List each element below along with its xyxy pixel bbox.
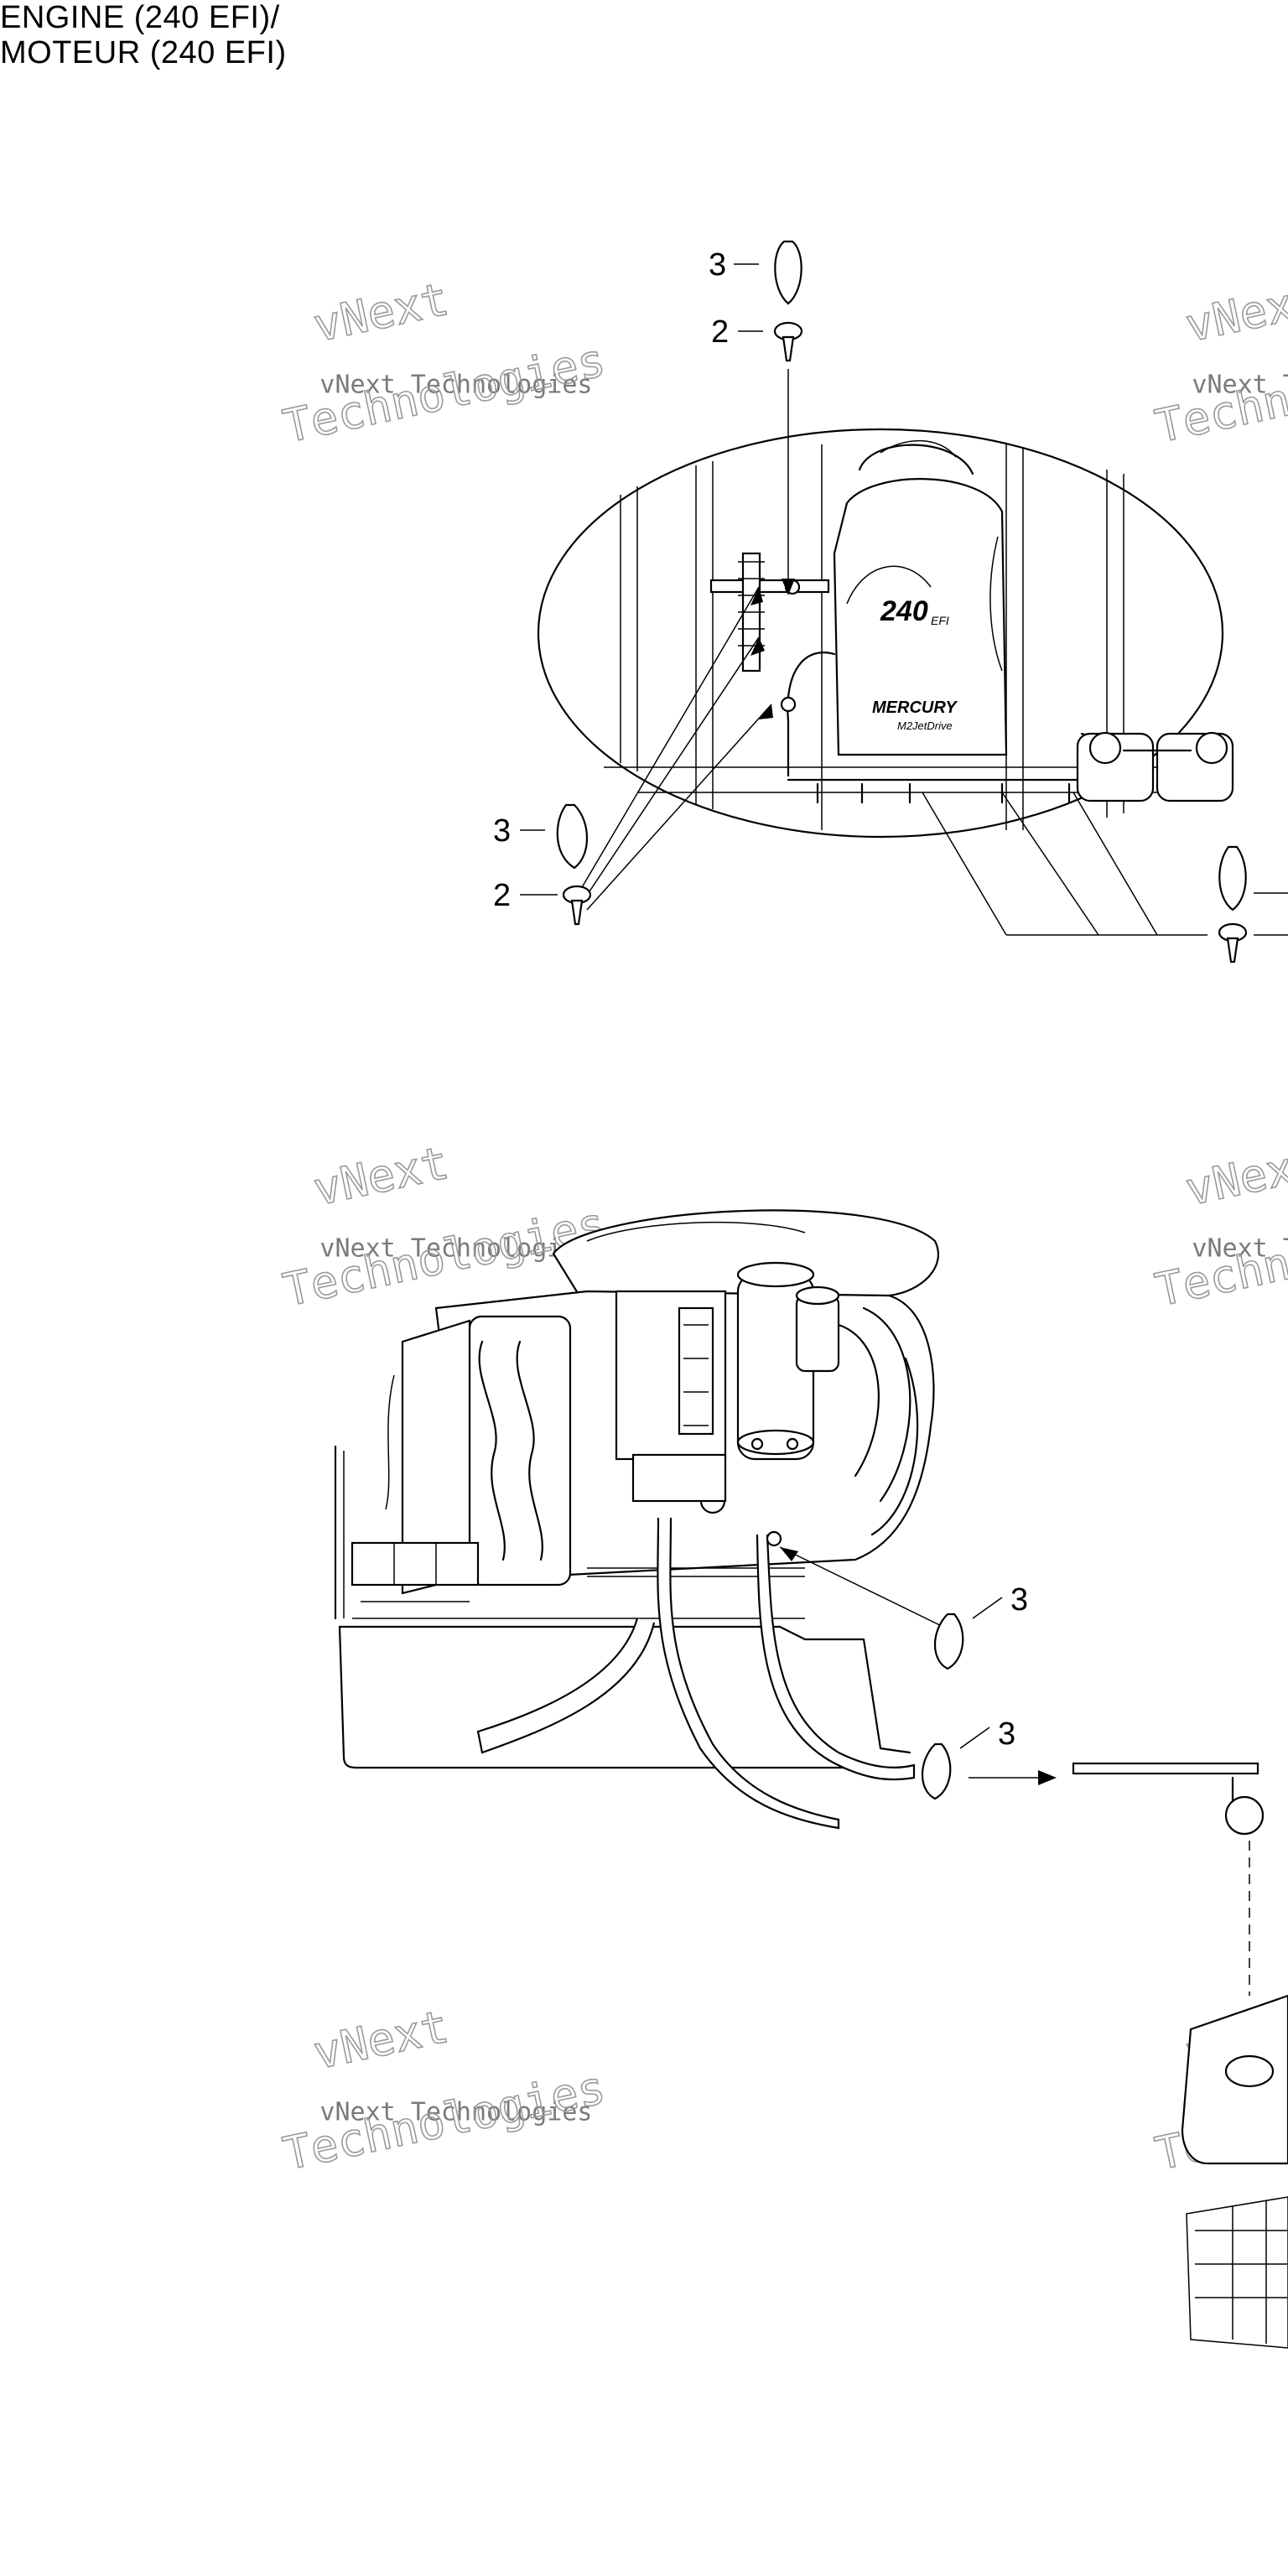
callout-left-screw: 2 <box>493 878 592 926</box>
top-leaders <box>578 369 1208 936</box>
cable-tie-icon <box>921 1742 952 1800</box>
watermark-1: vNext vNext Technologies Technologies <box>278 272 610 454</box>
engine-badge-model: 240 <box>880 595 928 627</box>
svg-text:3: 3 <box>709 247 726 283</box>
svg-text:vNext: vNext <box>1181 1136 1288 1216</box>
svg-text:2: 2 <box>493 878 511 913</box>
callout-low-clip: 3 <box>921 1716 1057 1800</box>
tank-cap <box>1224 1795 1265 1836</box>
mounting-bracket <box>334 1445 911 1769</box>
top-detail-view: 240 EFI MERCURY M2JetDrive <box>537 428 1234 839</box>
svg-text:2: 2 <box>711 314 729 350</box>
svg-text:vNext: vNext <box>1181 273 1288 352</box>
fuel-pump <box>795 1294 840 1373</box>
right-clip-screw <box>1218 845 1288 963</box>
svg-text:Technologies: Technologies <box>1150 1197 1288 1317</box>
callout-left-clip: 3 <box>493 803 589 870</box>
svg-text:vNext: vNext <box>309 1136 453 1216</box>
engine-cowl <box>833 478 1008 756</box>
title-line-2: MOTEUR (240 EFI) <box>0 35 287 70</box>
svg-text:Technologies: Technologies <box>1150 334 1288 454</box>
svg-text:Technologies: Technologies <box>278 2061 610 2181</box>
engine-badge-sub: M2JetDrive <box>897 719 953 732</box>
engine-badge-brand: MERCURY <box>872 699 958 717</box>
svg-text:vNext: vNext <box>309 273 453 352</box>
svg-text:vNext Technologies: vNext Technologies <box>1192 370 1288 399</box>
hoses <box>476 1517 916 1830</box>
cable-tie-icon <box>556 803 589 870</box>
callout-top-screw: 2 <box>711 314 803 362</box>
page-title: ENGINE (240 EFI)/ MOTEUR (240 EFI) <box>0 0 287 70</box>
watermark-4: vNext vNext Technologies Technologies <box>1150 1135 1288 1317</box>
cable-tie-icon <box>1218 845 1247 911</box>
callout-top-clip: 3 <box>709 240 802 305</box>
svg-text:3: 3 <box>1010 1582 1028 1618</box>
watermark-2: vNext vNext Technologies Technologies <box>1150 272 1288 454</box>
svg-text:vNext Technologies: vNext Technologies <box>319 370 592 399</box>
svg-text:3: 3 <box>493 813 511 849</box>
svg-text:vNext Technologies: vNext Technologies <box>319 2097 592 2127</box>
exhaust-manifold <box>468 1315 572 1587</box>
title-line-1: ENGINE (240 EFI)/ <box>0 0 280 35</box>
engine-top-cover <box>552 1209 940 1310</box>
svg-text:vNext Technologies: vNext Technologies <box>319 1233 592 1263</box>
svg-text:Technologies: Technologies <box>278 334 610 454</box>
fuel-tank <box>1072 1762 1288 2349</box>
cable-tie-icon <box>774 240 802 305</box>
callout-mid-clip: 3 <box>779 1546 1028 1670</box>
watermark-5: vNext vNext Technologies Technologies <box>278 1999 610 2181</box>
svg-text:3: 3 <box>998 1716 1015 1752</box>
svg-text:vNext Technologies: vNext Technologies <box>1192 1233 1288 1263</box>
engine-assembly <box>385 1209 940 1595</box>
engine-badge-suffix: EFI <box>931 614 949 627</box>
cable-tie-icon <box>933 1613 964 1670</box>
svg-text:vNext: vNext <box>309 2000 453 2080</box>
